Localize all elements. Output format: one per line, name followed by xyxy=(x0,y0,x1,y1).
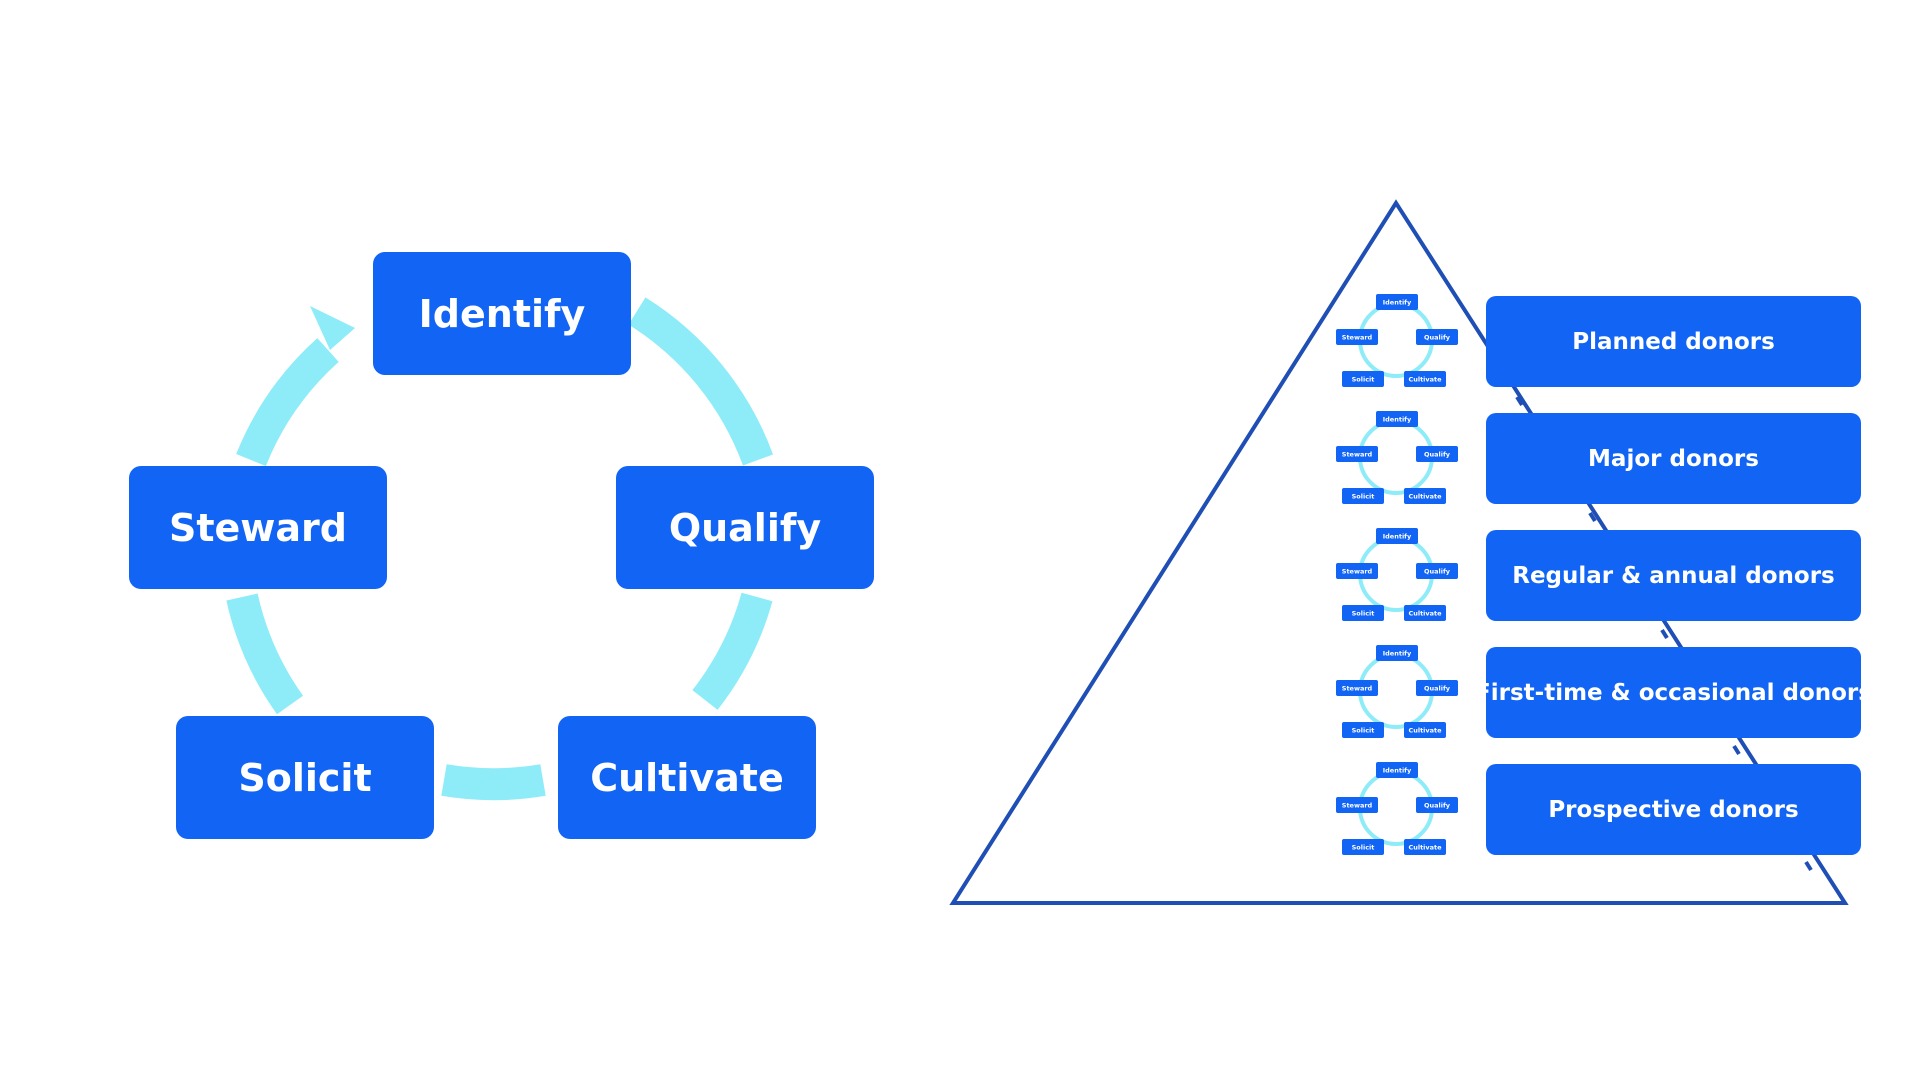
step-identify: Identify xyxy=(373,252,631,375)
step-cultivate: Cultivate xyxy=(558,716,816,839)
step-steward-label: Steward xyxy=(169,505,347,550)
mini-step-label: Solicit xyxy=(1352,493,1375,501)
mini-step-box xyxy=(1336,680,1378,696)
mini-step-label: Solicit xyxy=(1352,844,1375,852)
mini-step-label: Cultivate xyxy=(1408,727,1442,735)
step-qualify-label: Qualify xyxy=(668,505,822,550)
mini-step-box xyxy=(1336,329,1378,345)
mini-step-box xyxy=(1404,605,1446,621)
level-major-donors: Major donors xyxy=(1486,413,1861,504)
mini-step-box xyxy=(1416,446,1458,462)
mini-step-box xyxy=(1342,605,1384,621)
mini-step-box xyxy=(1342,371,1384,387)
level-planned-donors: Planned donors xyxy=(1486,296,1861,387)
ring-arc-cultivate-solicit xyxy=(441,764,546,801)
mini-step-label: Qualify xyxy=(1424,568,1451,576)
step-steward: Steward xyxy=(129,466,387,589)
connector-tick xyxy=(1515,395,1524,407)
mini-step-box xyxy=(1336,797,1378,813)
mini-step-box xyxy=(1404,722,1446,738)
mini-step-box xyxy=(1376,762,1418,778)
ring-arc-solicit-steward xyxy=(226,593,304,715)
mini-step-label: Identify xyxy=(1383,299,1412,307)
mini-step-label: Solicit xyxy=(1352,376,1375,384)
mini-step-box xyxy=(1336,563,1378,579)
mini-step-label: Steward xyxy=(1342,802,1373,810)
mini-step-label: Qualify xyxy=(1424,334,1451,342)
mini-step-label: Steward xyxy=(1342,451,1373,459)
level-label: Regular & annual donors xyxy=(1512,562,1835,589)
mini-step-box xyxy=(1342,488,1384,504)
connector-tick xyxy=(1804,860,1813,872)
ring-arc-identify-qualify xyxy=(628,297,774,466)
mini-step-label: Steward xyxy=(1342,568,1373,576)
mini-step-box xyxy=(1342,839,1384,855)
mini-step-box xyxy=(1376,528,1418,544)
mini-step-label: Qualify xyxy=(1424,802,1451,810)
mini-step-box xyxy=(1336,446,1378,462)
mini-step-box xyxy=(1416,797,1458,813)
mini-step-label: Identify xyxy=(1383,650,1412,658)
mini-step-label: Qualify xyxy=(1424,685,1451,693)
mini-step-label: Solicit xyxy=(1352,610,1375,618)
level-label: Major donors xyxy=(1588,445,1759,472)
mini-step-label: Solicit xyxy=(1352,727,1375,735)
mini-step-box xyxy=(1342,722,1384,738)
mini-step-label: Identify xyxy=(1383,533,1412,541)
ring-arc-qualify-cultivate xyxy=(692,592,773,710)
level-label: Prospective donors xyxy=(1548,796,1799,823)
mini-step-label: Identify xyxy=(1383,767,1412,775)
ring-arrowhead-icon xyxy=(310,306,355,350)
mini-step-box xyxy=(1416,563,1458,579)
mini-step-label: Qualify xyxy=(1424,451,1451,459)
mini-step-box xyxy=(1416,680,1458,696)
connector-tick xyxy=(1660,628,1669,640)
step-solicit: Solicit xyxy=(176,716,434,839)
level-prospective-donors: Prospective donors xyxy=(1486,764,1861,855)
mini-step-label: Cultivate xyxy=(1408,844,1442,852)
level-label: Planned donors xyxy=(1572,328,1775,355)
mini-step-box xyxy=(1416,329,1458,345)
mini-step-box xyxy=(1404,488,1446,504)
mini-step-box xyxy=(1376,411,1418,427)
ring-arc-steward-identify xyxy=(236,338,339,467)
mini-step-label: Steward xyxy=(1342,334,1373,342)
mini-step-label: Cultivate xyxy=(1408,376,1442,384)
step-solicit-label: Solicit xyxy=(238,755,372,800)
mini-step-box xyxy=(1376,294,1418,310)
mini-step-box xyxy=(1404,839,1446,855)
mini-step-box xyxy=(1404,371,1446,387)
step-qualify: Qualify xyxy=(616,466,874,589)
mini-step-label: Cultivate xyxy=(1408,493,1442,501)
level-regular-annual-donors: Regular & annual donors xyxy=(1486,530,1861,621)
connector-tick xyxy=(1588,511,1597,523)
mini-step-label: Cultivate xyxy=(1408,610,1442,618)
step-cultivate-label: Cultivate xyxy=(590,755,784,800)
connector-tick xyxy=(1732,744,1741,756)
level-label: First-time & occasional donors xyxy=(1475,679,1872,706)
level-first-time-occasional-donors: First-time & occasional donors xyxy=(1475,647,1872,738)
mini-step-label: Identify xyxy=(1383,416,1412,424)
step-identify-label: Identify xyxy=(418,291,586,336)
mini-step-label: Steward xyxy=(1342,685,1373,693)
mini-step-box xyxy=(1376,645,1418,661)
